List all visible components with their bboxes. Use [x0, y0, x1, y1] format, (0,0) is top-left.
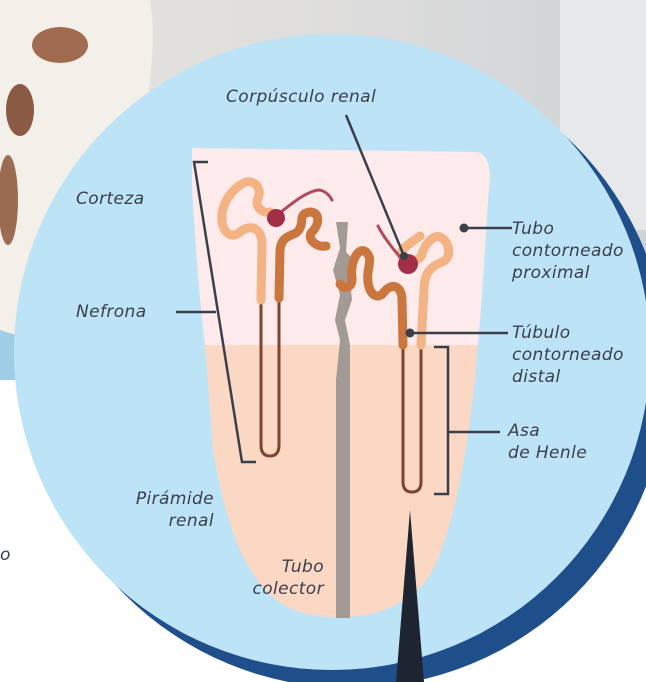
label-tubo-colector-line2: colector	[230, 578, 324, 600]
label-proximal-line2: contorneado	[512, 240, 624, 262]
label-corpusculo-renal: Corpúsculo renal	[226, 86, 376, 108]
label-distal-line2: contorneado	[512, 344, 624, 366]
label-nefrona: Nefrona	[76, 301, 147, 323]
label-distal-line3: distal	[512, 366, 624, 388]
label-distal-line1: Túbulo	[512, 322, 624, 344]
label-piramide-renal: Pirámide renal	[100, 488, 214, 532]
label-piramide-line2: renal	[100, 510, 214, 532]
label-piramide-line1: Pirámide	[100, 488, 214, 510]
label-asa-de-henle: Asa de Henle	[508, 420, 587, 464]
label-henle-line2: de Henle	[508, 442, 587, 464]
label-proximal-line3: proximal	[512, 262, 624, 284]
cut-off-text: o	[0, 545, 10, 565]
label-tubo-colector-line1: Tubo	[230, 556, 324, 578]
label-tubo-colector: Tubo colector	[230, 556, 324, 600]
label-tubo-contorneado-proximal: Tubo contorneado proximal	[512, 218, 624, 284]
label-proximal-line1: Tubo	[512, 218, 624, 240]
label-henle-line1: Asa	[508, 420, 587, 442]
label-tubulo-contorneado-distal: Túbulo contorneado distal	[512, 322, 624, 388]
label-corteza: Corteza	[76, 188, 145, 210]
